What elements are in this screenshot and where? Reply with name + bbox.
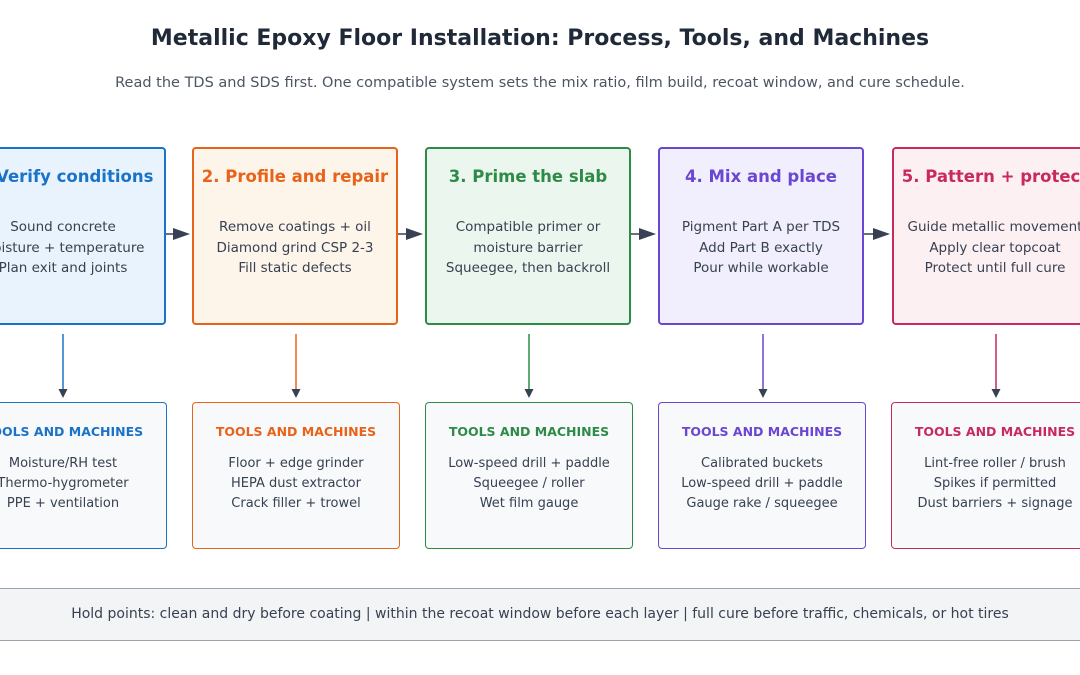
step-line: Compatible primer or (455, 219, 601, 235)
tools-arrowhead (758, 389, 768, 398)
step-line: moisture barrier (473, 239, 583, 256)
tools-card-2: TOOLS AND MACHINES Floor + edge grinder … (192, 402, 400, 549)
step-line: Sound concrete (10, 219, 116, 235)
step-title: 1. Verify conditions (0, 167, 154, 186)
tools-arrowhead (524, 389, 534, 398)
step-line: Add Part B exactly (699, 239, 823, 256)
step-card-3: 3. Prime the slab Compatible primer or m… (425, 147, 631, 325)
tool-item: Lint-free roller / brush (924, 456, 1066, 471)
tools-card-4: TOOLS AND MACHINES Calibrated buckets Lo… (658, 402, 866, 549)
tool-item: HEPA dust extractor (231, 476, 361, 491)
tools-card-5: TOOLS AND MACHINES Lint-free roller / br… (891, 402, 1080, 549)
step-title: 4. Mix and place (685, 167, 837, 186)
tools-arrowhead (991, 389, 1001, 398)
tool-item: PPE + ventilation (6, 496, 120, 511)
step-line: Remove coatings + oil (219, 219, 371, 235)
step-title: 5. Pattern + protect (901, 167, 1080, 186)
tool-item: Thermo-hygrometer (0, 476, 129, 491)
step-arrowhead (873, 228, 890, 240)
tool-item: Floor + edge grinder (228, 456, 364, 471)
step-card-2: 2. Profile and repair Remove coatings + … (192, 147, 398, 325)
page-title: Metallic Epoxy Floor Installation: Proce… (150, 26, 930, 51)
tool-item: Squeegee / roller (473, 476, 585, 491)
tool-item: Crack filler + trowel (231, 496, 361, 511)
tool-item: Spikes if permitted (933, 476, 1057, 491)
step-arrowhead (639, 228, 656, 240)
step-card-1: 1. Verify conditions Sound concrete Mois… (0, 147, 166, 325)
tool-item: Low-speed drill + paddle (448, 456, 610, 471)
step-line: Apply clear topcoat (929, 239, 1061, 256)
tools-heading: TOOLS AND MACHINES (914, 424, 1076, 439)
step-line: Guide metallic movement (907, 219, 1080, 235)
tool-item: Gauge rake / squeegee (686, 496, 838, 511)
tools-heading: TOOLS AND MACHINES (448, 424, 610, 439)
hold-points-bar: Hold points: clean and dry before coatin… (0, 588, 1080, 641)
tools-card-1: TOOLS AND MACHINES Moisture/RH test Ther… (0, 402, 167, 549)
step-title: 2. Profile and repair (201, 167, 389, 186)
step-arrowhead (406, 228, 423, 240)
tool-item: Wet film gauge (479, 496, 579, 511)
step-line: Squeegee, then backroll (445, 260, 611, 276)
step-card-5: 5. Pattern + protect Guide metallic move… (892, 147, 1080, 325)
step-card-4: 4. Mix and place Pigment Part A per TDS … (658, 147, 864, 325)
tools-heading: TOOLS AND MACHINES (681, 424, 843, 439)
step-title: 3. Prime the slab (448, 167, 608, 186)
page-subtitle: Read the TDS and SDS first. One compatib… (115, 75, 965, 91)
tool-item: Moisture/RH test (8, 456, 118, 471)
tools-arrowhead (58, 389, 68, 398)
tools-card-3: TOOLS AND MACHINES Low-speed drill + pad… (425, 402, 633, 549)
step-line: Plan exit and joints (0, 260, 128, 276)
tools-heading: TOOLS AND MACHINES (0, 424, 144, 439)
tools-arrowhead (291, 389, 301, 398)
step-line: Moisture + temperature (0, 239, 145, 256)
step-line: Pour while workable (693, 260, 829, 276)
tool-item: Calibrated buckets (701, 456, 823, 471)
tools-heading: TOOLS AND MACHINES (215, 424, 377, 439)
step-line: Pigment Part A per TDS (681, 219, 841, 235)
tool-item: Low-speed drill + paddle (681, 476, 843, 491)
step-line: Diamond grind CSP 2-3 (216, 239, 374, 256)
step-arrowhead (173, 228, 190, 240)
step-line: Fill static defects (238, 260, 352, 276)
tool-item: Dust barriers + signage (917, 496, 1073, 511)
step-line: Protect until full cure (924, 260, 1066, 276)
